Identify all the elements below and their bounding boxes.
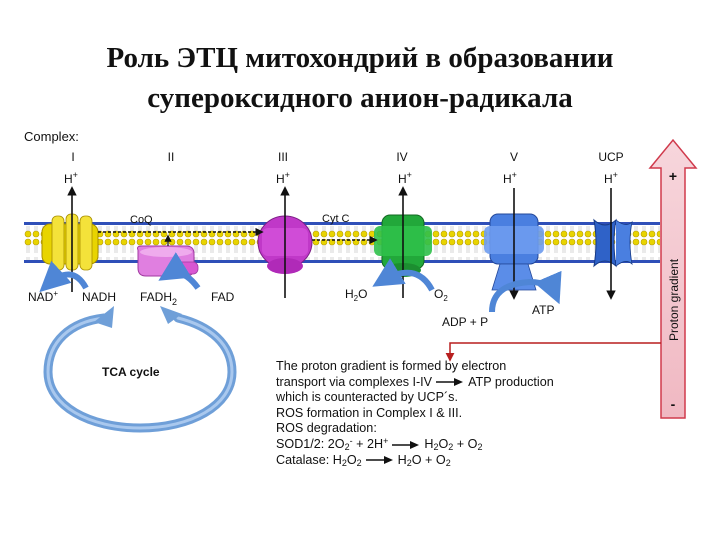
coq-label: CoQ <box>130 214 153 226</box>
fad-label: FAD <box>211 290 235 304</box>
proton-label-ucp: H+ <box>604 170 618 186</box>
proton-label-i: H+ <box>64 170 78 186</box>
notes-line-4: ROS formation in Complex I & III. <box>276 405 463 420</box>
adp-p-label: ADP + P <box>442 315 488 329</box>
notes-line-2: transport via complexes I-IV ATP product… <box>276 374 554 389</box>
proton-label-v: H+ <box>503 170 517 186</box>
notes-line-catalase: Catalase: H2O2 H2O + O2 <box>276 452 451 468</box>
cytc-label: Cyt C <box>322 213 350 225</box>
gradient-plus: + <box>669 168 677 184</box>
notes-text: The proton gradient is formed by electro… <box>276 359 554 468</box>
o2-label: O2 <box>434 287 448 303</box>
complex-header: Complex: <box>24 129 79 144</box>
complex-label-ii: II <box>168 150 175 164</box>
atp-label: ATP <box>532 303 554 317</box>
notes-line-5: ROS degradation: <box>276 421 377 436</box>
complex-label-v: V <box>510 150 518 164</box>
gradient-minus: - <box>671 396 676 412</box>
inner-membrane <box>24 222 660 263</box>
inline-arrow-icon <box>365 456 393 465</box>
gradient-label: Proton gradient <box>667 258 681 341</box>
inline-arrow-icon <box>436 378 464 387</box>
gradient-pointer-arrow <box>445 342 661 362</box>
complex-label-i: I <box>71 150 74 164</box>
tca-cycle-label: TCA cycle <box>102 365 160 379</box>
nadh-label: NADH <box>82 290 116 304</box>
notes-line-3: which is counteracted by UCP´s. <box>276 390 458 405</box>
complex-ii-protein <box>137 245 199 277</box>
complex-numerals: I II III IV V UCP <box>71 150 623 164</box>
inline-arrow-icon <box>392 440 420 449</box>
notes-line-sod: SOD1/2: 2O2- + 2H+ H2O2 + O2 <box>276 435 483 452</box>
h2o-label: H2O <box>345 287 367 303</box>
slide-title: Роль ЭТЦ митохондрий в образовании супер… <box>0 38 720 118</box>
notes-line-1: The proton gradient is formed by electro… <box>276 359 507 373</box>
ucp-protein <box>593 218 633 268</box>
reaction-arrows <box>39 252 562 313</box>
title-line-1: Роль ЭТЦ митохондрий в образовании <box>106 42 614 74</box>
fadh2-label: FADH2 <box>140 290 177 307</box>
tca-cycle <box>43 306 237 433</box>
electron-transfer-arrows <box>98 227 378 246</box>
proton-label-iii: H+ <box>276 170 290 186</box>
proton-gradient-arrow <box>648 138 698 419</box>
complex-label-iv: IV <box>396 150 407 164</box>
complex-label-ucp: UCP <box>598 150 623 164</box>
proton-labels: H+ H+ H+ H+ H+ <box>64 170 618 186</box>
nad-label: NAD+ <box>28 289 58 304</box>
complex-label-iii: III <box>278 150 288 164</box>
title-line-2: супероксидного анион-радикала <box>147 82 573 114</box>
proton-label-iv: H+ <box>398 170 412 186</box>
